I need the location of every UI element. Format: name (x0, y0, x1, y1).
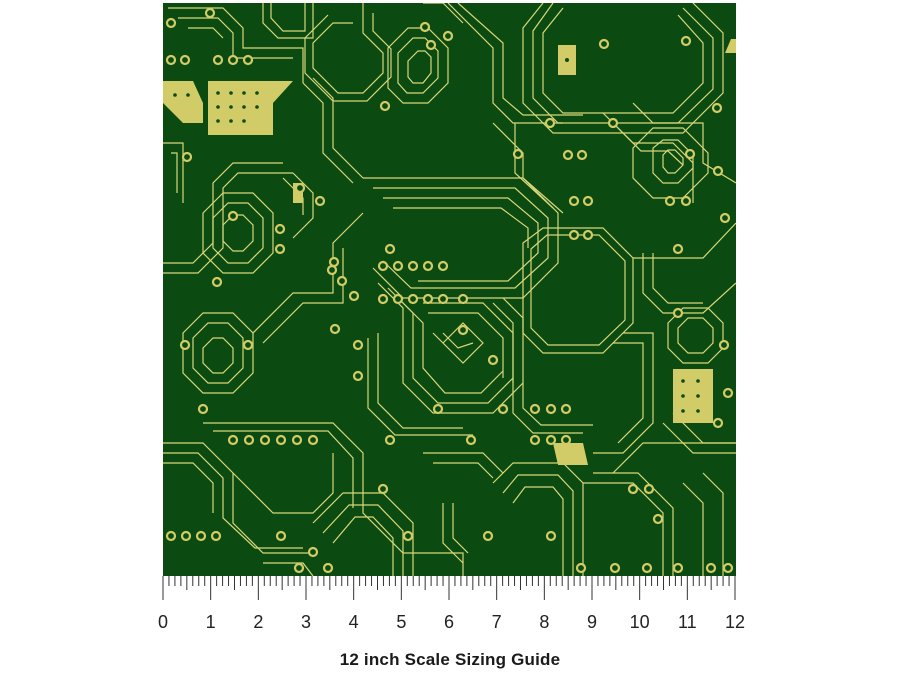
circuit-board-pattern-image (163, 3, 736, 576)
ruler-label: 8 (539, 612, 549, 630)
ruler-label: 12 (725, 612, 745, 630)
ruler-label: 6 (444, 612, 454, 630)
ruler-label: 1 (206, 612, 216, 630)
ruler-label: 11 (678, 612, 697, 630)
sizing-guide-title: 12 inch Scale Sizing Guide (339, 650, 561, 669)
ruler-label: 3 (301, 612, 311, 630)
circuit-traces (163, 3, 736, 576)
ruler-label: 4 (349, 612, 359, 630)
ruler-label: 2 (253, 612, 263, 630)
ruler-label: 7 (492, 612, 502, 630)
ruler-label: 9 (587, 612, 597, 630)
via-rings (165, 7, 734, 574)
ruler-label: 10 (630, 612, 650, 630)
ruler-label: 5 (396, 612, 406, 630)
pad-holes (173, 58, 700, 413)
ruler-label: 0 (158, 612, 168, 630)
ruler-ticks (162, 576, 736, 600)
